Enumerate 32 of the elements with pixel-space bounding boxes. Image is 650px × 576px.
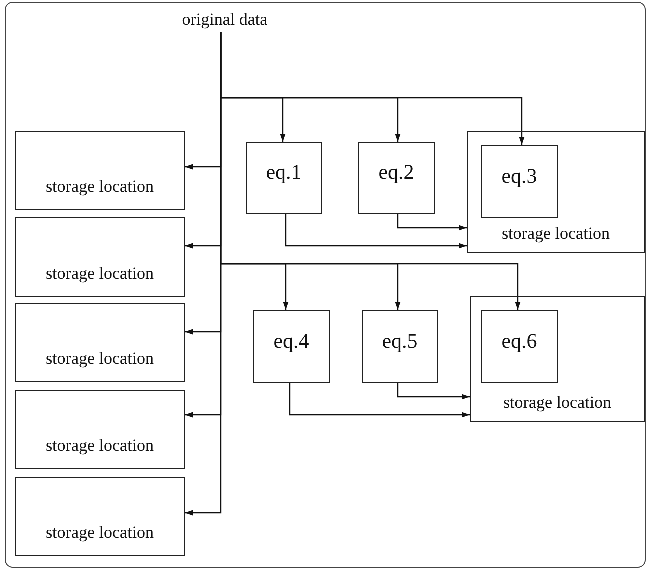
storage-box <box>15 477 185 556</box>
storage-label: storage location <box>46 350 154 369</box>
storage-label: storage location <box>503 394 612 413</box>
storage-label: storage location <box>46 437 154 456</box>
arrow <box>285 214 467 249</box>
equation-label: eq.3 <box>502 164 538 188</box>
equation-box <box>362 310 438 383</box>
storage-box <box>15 217 185 297</box>
storage-box <box>15 390 185 469</box>
storage-box <box>470 296 645 422</box>
arrow <box>397 214 467 231</box>
storage-box <box>15 303 185 382</box>
equation-box <box>481 310 558 383</box>
storage-label: storage location <box>46 178 154 197</box>
equation-box <box>358 142 435 214</box>
arrow <box>397 383 470 400</box>
storage-label: storage location <box>502 225 610 244</box>
equation-box <box>481 145 558 218</box>
equation-label: eq.4 <box>274 330 310 354</box>
equation-label: eq.1 <box>266 161 302 185</box>
storage-box <box>467 131 645 253</box>
equation-label: eq.5 <box>382 330 418 354</box>
storage-box <box>15 131 185 210</box>
equation-label: eq.2 <box>378 161 414 185</box>
equation-box <box>246 142 322 214</box>
arrow <box>289 383 470 418</box>
input-label: original data <box>182 10 268 30</box>
equation-box <box>253 310 330 383</box>
arrow <box>220 32 521 310</box>
storage-label: storage location <box>46 265 154 284</box>
equation-label: eq.6 <box>502 330 538 354</box>
storage-label: storage location <box>46 524 154 543</box>
